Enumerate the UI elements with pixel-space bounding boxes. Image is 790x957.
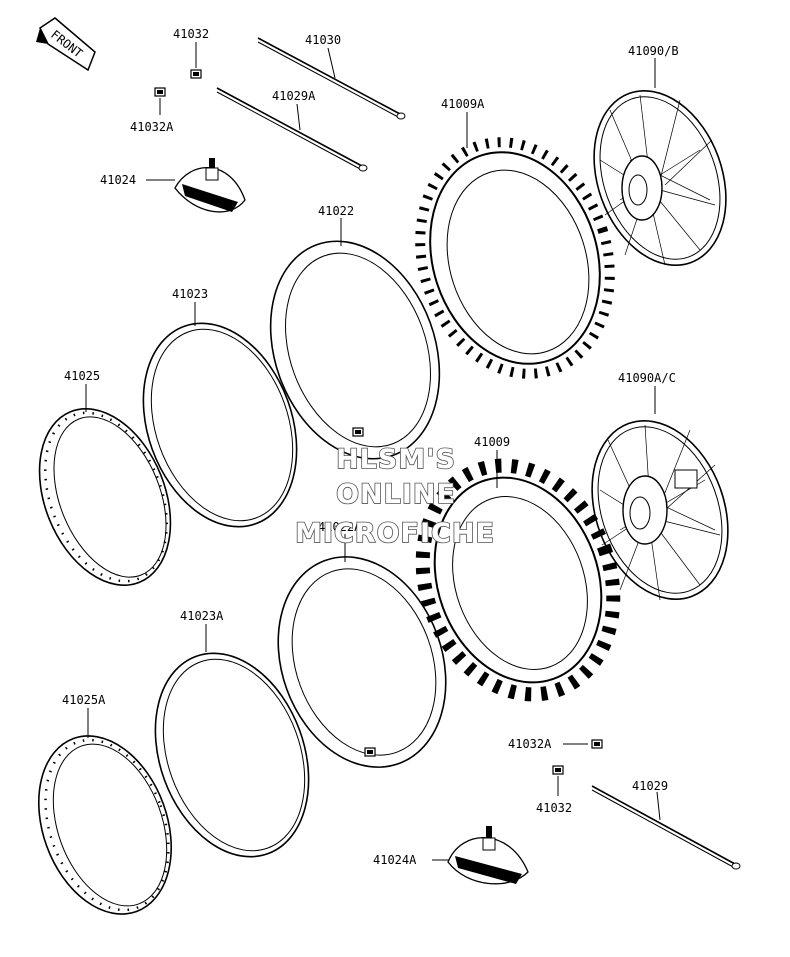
front-direction-tag: FRONT — [36, 17, 96, 72]
label-41024: 41024 — [100, 173, 136, 187]
spoke-41029A[interactable] — [216, 87, 368, 172]
label-41025A: 41025A — [62, 693, 106, 707]
rim-strip-41023A[interactable] — [128, 624, 335, 878]
tube-41022[interactable] — [242, 217, 469, 482]
part-labels: 41032 41030 41032A 41029A 41024 41022 41… — [62, 27, 679, 867]
tube-41022A[interactable] — [250, 533, 474, 791]
watermark-line1: HLSM'S — [336, 444, 456, 475]
label-41032-bottom: 41032 — [536, 801, 572, 815]
wheel-41090AC[interactable] — [568, 386, 751, 618]
tire-41009[interactable] — [392, 439, 645, 722]
watermark-line2: ONLINE — [336, 479, 456, 510]
nipple-41032A-bottom[interactable] — [563, 739, 603, 749]
tire-41009A[interactable] — [391, 112, 639, 399]
nipple-41032A-top[interactable] — [154, 87, 166, 115]
rim-41025[interactable] — [15, 384, 195, 605]
rim-band-41024[interactable] — [146, 158, 246, 213]
label-41029A: 41029A — [272, 89, 316, 103]
label-41024A: 41024A — [373, 853, 417, 867]
label-41032A-top: 41032A — [130, 120, 174, 134]
label-41090B: 41090/B — [628, 44, 679, 58]
label-41023: 41023 — [172, 287, 208, 301]
label-41030: 41030 — [305, 33, 341, 47]
label-41023A: 41023A — [180, 609, 224, 623]
label-41032-top: 41032 — [173, 27, 209, 41]
label-41009A: 41009A — [441, 97, 485, 111]
nipple-41032-top[interactable] — [190, 42, 202, 79]
label-41032A-bottom: 41032A — [508, 737, 552, 751]
rim-band-41024A[interactable] — [432, 826, 529, 885]
wheel-41090B[interactable] — [571, 58, 749, 284]
label-41025: 41025 — [64, 369, 100, 383]
label-41022: 41022 — [318, 204, 354, 218]
label-41090AC: 41090A/C — [618, 371, 676, 385]
watermark: HLSM'S ONLINE MICROFICHE — [294, 443, 495, 550]
label-41029: 41029 — [632, 779, 668, 793]
rim-41025A[interactable] — [15, 708, 194, 933]
nipple-41032-bottom[interactable] — [552, 765, 564, 796]
label-41009: 41009 — [474, 435, 510, 449]
label-41022A: 41022A — [318, 520, 362, 534]
rim-strip-41023[interactable] — [116, 302, 323, 549]
spoke-41030[interactable] — [257, 37, 406, 120]
spoke-41029[interactable] — [591, 785, 741, 870]
watermark-line3: MICROFICHE — [295, 518, 495, 549]
